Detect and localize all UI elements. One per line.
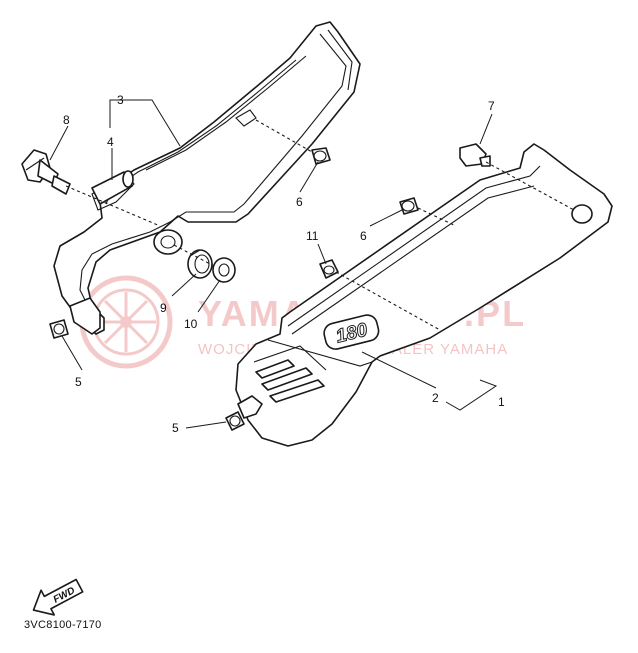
callout-11: 11 bbox=[306, 229, 319, 243]
callout-10: 10 bbox=[184, 317, 198, 331]
part-4-cushion-icon bbox=[91, 170, 134, 205]
callout-5-left: 5 bbox=[75, 375, 82, 389]
callout-7: 7 bbox=[488, 99, 495, 113]
fwd-label: FWD bbox=[52, 585, 77, 605]
callout-6-left: 6 bbox=[296, 195, 303, 209]
callout-numbers: 3 4 8 7 6 6 11 9 10 5 5 2 1 bbox=[63, 93, 505, 435]
part-code-label: 3VC8100-7170 bbox=[24, 619, 102, 631]
part-6-grommet-left-icon bbox=[311, 147, 331, 165]
fwd-arrow-icon: FWD bbox=[32, 578, 84, 616]
emblem-180: 180 bbox=[323, 314, 380, 350]
part-10-washer-icon bbox=[212, 257, 236, 283]
callout-5-right: 5 bbox=[172, 421, 179, 435]
part-5-grommet-left-icon bbox=[49, 319, 69, 339]
part-6-grommet-right-icon bbox=[399, 197, 419, 215]
part-9-collar-icon bbox=[187, 249, 213, 279]
callout-6-right: 6 bbox=[360, 229, 367, 243]
cover-louvres bbox=[253, 345, 327, 403]
callout-3: 3 bbox=[117, 93, 124, 107]
right-side-cover: 180 bbox=[235, 143, 613, 447]
callout-2: 2 bbox=[432, 391, 439, 405]
callout-9: 9 bbox=[160, 301, 167, 315]
part-8-knob-icon bbox=[21, 149, 71, 195]
part-7-clip-icon bbox=[459, 143, 491, 167]
callout-8: 8 bbox=[63, 113, 70, 127]
callout-4: 4 bbox=[107, 135, 114, 149]
assembly-lines bbox=[65, 119, 575, 331]
part-11-grommet-icon bbox=[319, 259, 339, 279]
part-5-grommet-right-icon bbox=[225, 411, 245, 431]
callout-leaders bbox=[49, 99, 498, 429]
left-side-cover bbox=[53, 21, 361, 335]
callout-1: 1 bbox=[498, 395, 505, 409]
